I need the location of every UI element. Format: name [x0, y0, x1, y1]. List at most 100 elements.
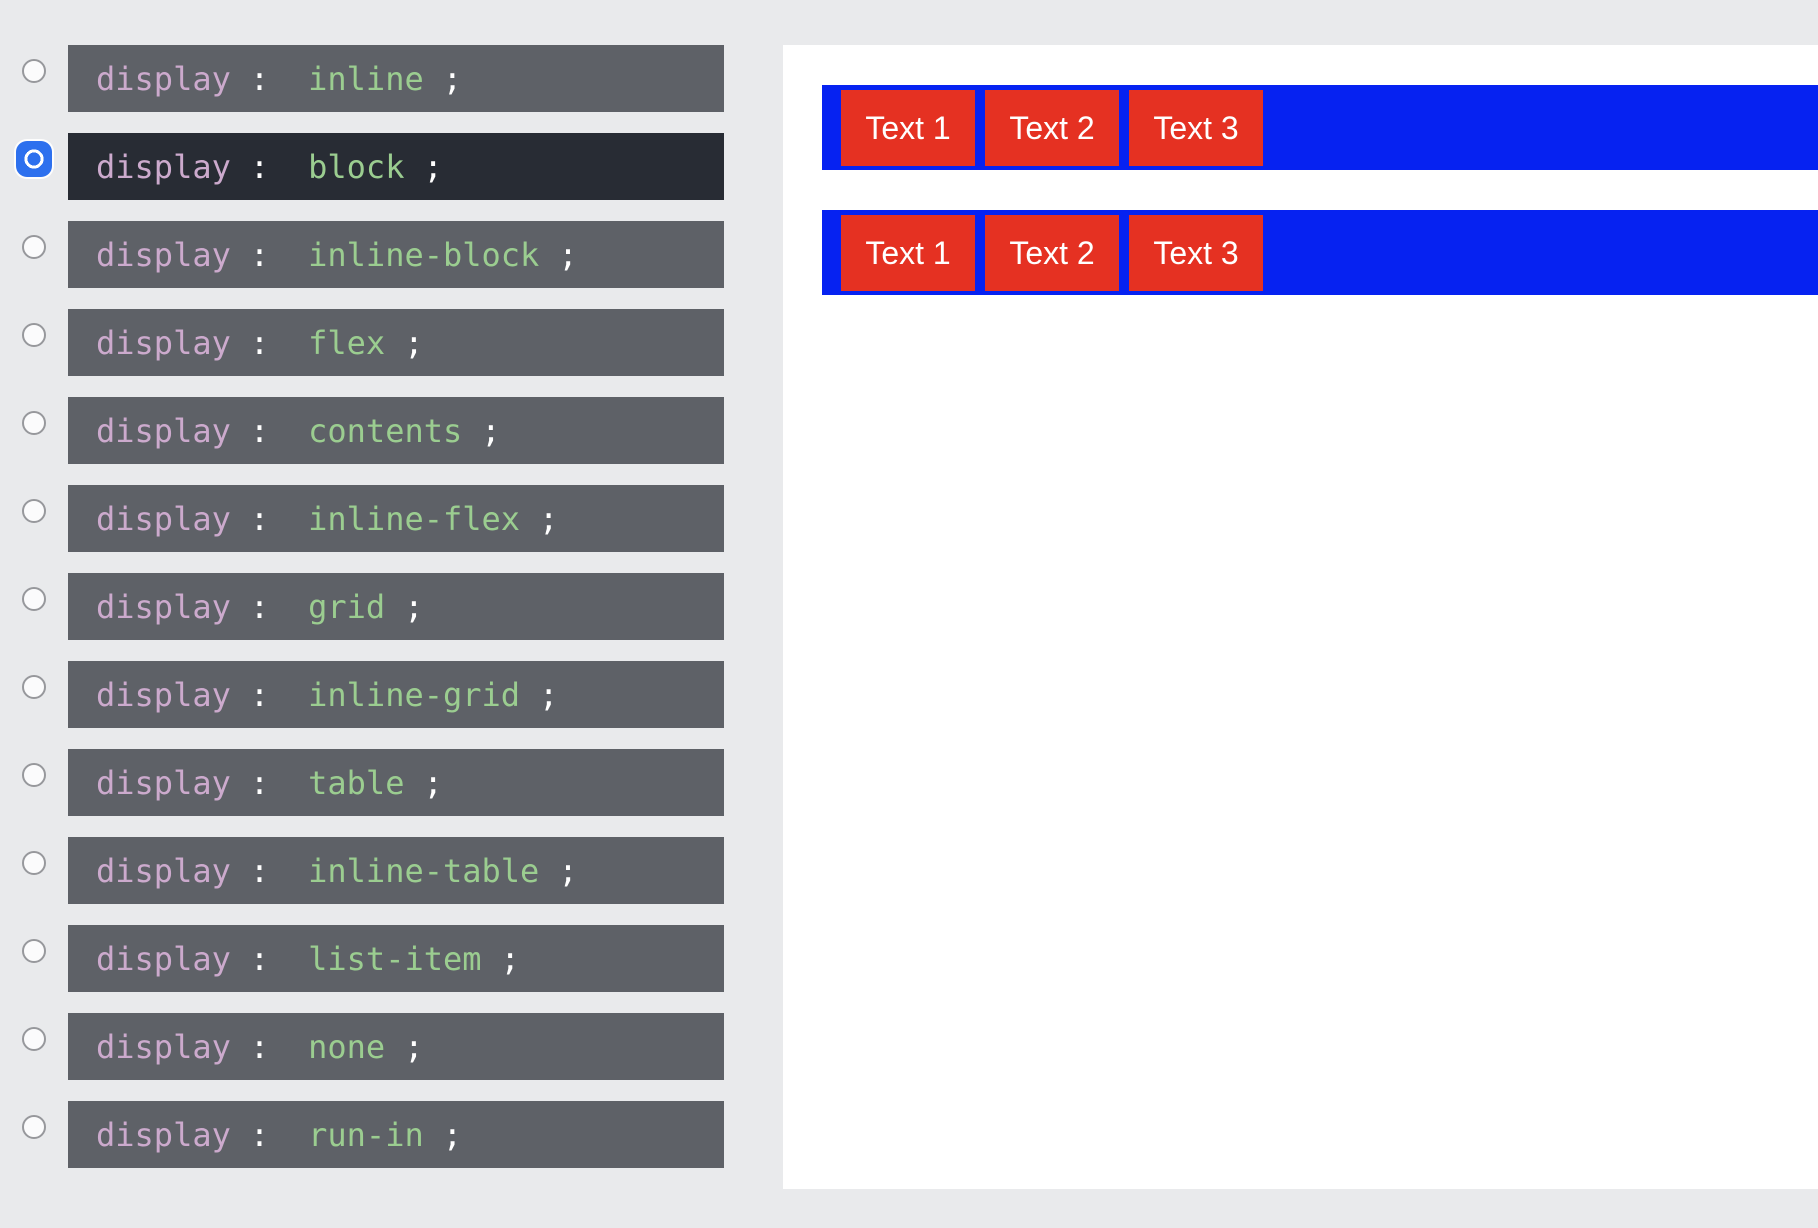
css-display-value: contents [308, 411, 463, 450]
display-option-radio[interactable] [22, 1115, 46, 1139]
css-property-name: display [96, 1027, 231, 1066]
css-property-name: display [96, 499, 231, 538]
css-rule-box[interactable]: display : inline-block ; [68, 221, 724, 288]
display-option-radio[interactable] [22, 323, 46, 347]
css-display-value: grid [308, 587, 386, 626]
colon-separator: : [249, 323, 270, 362]
css-display-value: run-in [308, 1115, 424, 1154]
semicolon-separator: ; [539, 675, 559, 714]
css-rule-box[interactable]: display : block ; [68, 133, 724, 200]
display-option-row[interactable]: display : inline-flex ; [0, 485, 724, 552]
css-rule-box[interactable]: display : list-item ; [68, 925, 724, 992]
radio-cell [0, 573, 68, 640]
css-display-value: list-item [308, 939, 482, 978]
colon-separator: : [249, 499, 270, 538]
colon-separator: : [249, 59, 270, 98]
css-rule-box[interactable]: display : inline-grid ; [68, 661, 724, 728]
radio-cell [0, 133, 68, 200]
css-display-value: inline-grid [308, 675, 521, 714]
css-rule-box[interactable]: display : none ; [68, 1013, 724, 1080]
display-option-radio[interactable] [22, 1027, 46, 1051]
colon-separator: : [249, 235, 270, 274]
css-display-value: block [308, 147, 405, 186]
colon-separator: : [249, 1115, 270, 1154]
display-option-row[interactable]: display : flex ; [0, 309, 724, 376]
display-option-row[interactable]: display : inline-grid ; [0, 661, 724, 728]
radio-cell [0, 309, 68, 376]
display-option-row[interactable]: display : contents ; [0, 397, 724, 464]
css-display-value: inline-table [308, 851, 540, 890]
display-option-radio[interactable] [22, 59, 46, 83]
css-display-value: inline-flex [308, 499, 521, 538]
display-option-row[interactable]: display : list-item ; [0, 925, 724, 992]
colon-separator: : [249, 1027, 270, 1066]
semicolon-separator: ; [558, 851, 578, 890]
css-rule-box[interactable]: display : run-in ; [68, 1101, 724, 1168]
display-option-radio[interactable] [22, 587, 46, 611]
semicolon-separator: ; [500, 939, 520, 978]
radio-cell [0, 1101, 68, 1168]
css-rule-box[interactable]: display : table ; [68, 749, 724, 816]
display-option-row[interactable]: display : inline ; [0, 45, 724, 112]
colon-separator: : [249, 763, 270, 802]
css-display-value: inline [308, 59, 424, 98]
display-option-row[interactable]: display : table ; [0, 749, 724, 816]
display-option-row[interactable]: display : run-in ; [0, 1101, 724, 1168]
display-option-row[interactable]: display : block ; [0, 133, 724, 200]
semicolon-separator: ; [558, 235, 578, 274]
display-option-radio[interactable] [22, 851, 46, 875]
css-rule-box[interactable]: display : inline-table ; [68, 837, 724, 904]
css-rule-box[interactable]: display : grid ; [68, 573, 724, 640]
radio-cell [0, 45, 68, 112]
colon-separator: : [249, 411, 270, 450]
css-rule-box[interactable]: display : contents ; [68, 397, 724, 464]
display-option-row[interactable]: display : grid ; [0, 573, 724, 640]
css-display-value: inline-block [308, 235, 540, 274]
radio-cell [0, 749, 68, 816]
preview-text-box: Text 2 [985, 90, 1119, 166]
css-property-name: display [96, 1115, 231, 1154]
semicolon-separator: ; [404, 323, 424, 362]
display-option-row[interactable]: display : inline-block ; [0, 221, 724, 288]
display-options-list: display : inline ; display : block ; dis… [0, 45, 724, 1189]
semicolon-separator: ; [481, 411, 501, 450]
colon-separator: : [249, 147, 270, 186]
css-property-name: display [96, 851, 231, 890]
css-rule-box[interactable]: display : inline ; [68, 45, 724, 112]
display-option-radio[interactable] [16, 141, 52, 177]
css-rule-box[interactable]: display : inline-flex ; [68, 485, 724, 552]
css-property-name: display [96, 323, 231, 362]
radio-cell [0, 925, 68, 992]
display-option-radio[interactable] [22, 763, 46, 787]
semicolon-separator: ; [442, 1115, 462, 1154]
colon-separator: : [249, 675, 270, 714]
display-option-row[interactable]: display : inline-table ; [0, 837, 724, 904]
css-display-value: flex [308, 323, 386, 362]
css-rule-box[interactable]: display : flex ; [68, 309, 724, 376]
css-property-name: display [96, 587, 231, 626]
preview-text-box: Text 1 [841, 90, 975, 166]
css-property-name: display [96, 147, 231, 186]
colon-separator: : [249, 939, 270, 978]
display-option-radio[interactable] [22, 411, 46, 435]
preview-text-box: Text 2 [985, 215, 1119, 291]
radio-cell [0, 485, 68, 552]
semicolon-separator: ; [423, 147, 443, 186]
display-option-radio[interactable] [22, 675, 46, 699]
semicolon-separator: ; [442, 59, 462, 98]
display-option-radio[interactable] [22, 235, 46, 259]
display-option-radio[interactable] [22, 939, 46, 963]
preview-text-box: Text 3 [1129, 215, 1263, 291]
display-option-row[interactable]: display : none ; [0, 1013, 724, 1080]
css-property-name: display [96, 675, 231, 714]
semicolon-separator: ; [423, 763, 443, 802]
colon-separator: : [249, 851, 270, 890]
radio-cell [0, 1013, 68, 1080]
css-property-name: display [96, 939, 231, 978]
display-option-radio[interactable] [22, 499, 46, 523]
css-property-name: display [96, 235, 231, 274]
radio-cell [0, 397, 68, 464]
